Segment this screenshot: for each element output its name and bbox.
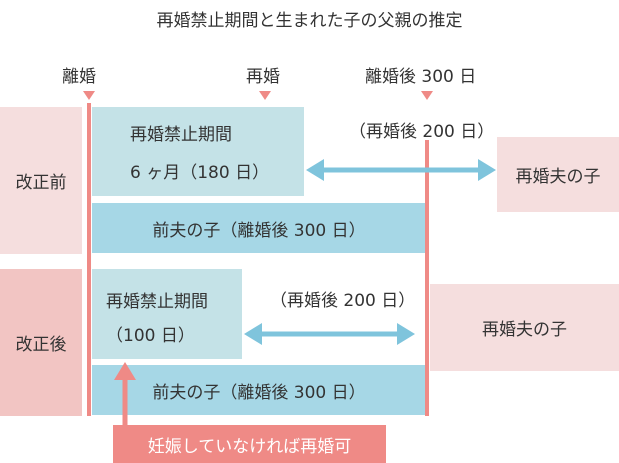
row-label-after-text: 改正後 (15, 335, 67, 355)
row-label-before-text: 改正前 (15, 173, 67, 193)
prohibition-period-before-duration: 6 ヶ月（180 日） (130, 163, 270, 183)
prohibition-period-after-title: 再婚禁止期間 (106, 292, 208, 312)
day300-timeline (425, 140, 429, 416)
day300-marker-icon (421, 91, 433, 100)
new-husband-child-after: 再婚夫の子 (430, 284, 619, 371)
prohibition-period-after: 再婚禁止期間 （100 日） (92, 269, 242, 359)
note-remarriage-200-before: （再婚後 200 日） (349, 122, 495, 142)
event-label-divorce: 離婚 (62, 67, 96, 87)
diagram-title: 再婚禁止期間と生まれた子の父親の推定 (156, 11, 463, 31)
double-arrow-after-icon (244, 323, 415, 345)
remarriage-allowed-callout-text: 妊娠していなければ再婚可 (147, 436, 352, 457)
event-label-remarriage: 再婚 (246, 67, 280, 87)
ex-husband-child-after-text: 前夫の子（離婚後 300 日） (152, 382, 366, 403)
row-label-before: 改正前 (0, 107, 82, 254)
row-label-after: 改正後 (0, 269, 82, 416)
double-arrow-before-icon (306, 159, 496, 181)
prohibition-period-before: 再婚禁止期間 6 ヶ月（180 日） (92, 107, 304, 196)
note-remarriage-200-after: （再婚後 200 日） (270, 291, 416, 311)
new-husband-child-before-text: 再婚夫の子 (515, 167, 601, 187)
ex-husband-child-before: 前夫の子（離婚後 300 日） (92, 203, 426, 253)
new-husband-child-after-text: 再婚夫の子 (482, 320, 567, 340)
callout-up-arrow-icon (114, 362, 136, 426)
divorce-timeline (87, 103, 91, 416)
remarriage-allowed-callout: 妊娠していなければ再婚可 (113, 425, 386, 463)
ex-husband-child-before-text: 前夫の子（離婚後 300 日） (152, 220, 366, 241)
prohibition-period-after-duration: （100 日） (106, 326, 195, 346)
remarriage-marker-icon (259, 91, 271, 100)
divorce-marker-icon (83, 91, 95, 100)
event-label-day300: 離婚後 300 日 (365, 67, 477, 87)
ex-husband-child-after: 前夫の子（離婚後 300 日） (92, 365, 426, 415)
prohibition-period-before-title: 再婚禁止期間 (130, 125, 232, 145)
new-husband-child-before: 再婚夫の子 (497, 137, 619, 212)
